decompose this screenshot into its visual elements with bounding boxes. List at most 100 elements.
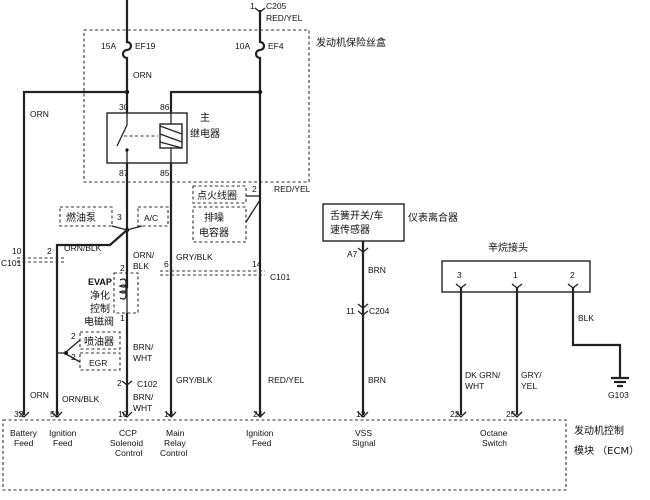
fuse-box-title: 发动机保险丝盒 bbox=[316, 36, 386, 49]
svg-text:Switch: Switch bbox=[482, 438, 507, 448]
main-relay: 30 86 87 85 bbox=[106, 102, 188, 178]
svg-text:Feed: Feed bbox=[252, 438, 272, 448]
svg-text:1: 1 bbox=[120, 313, 125, 323]
wire-orn-left: ORN bbox=[30, 109, 49, 119]
wire-red-yel-top: RED/YEL bbox=[266, 13, 303, 23]
ecm-pin-25: 25 bbox=[506, 409, 516, 419]
wire-orn-blk-left: ORN/BLK bbox=[64, 243, 102, 253]
c101-left-label: C101 bbox=[1, 258, 22, 268]
svg-text:22: 22 bbox=[450, 409, 460, 419]
svg-text:6: 6 bbox=[164, 259, 169, 269]
svg-text:1: 1 bbox=[513, 270, 518, 280]
ecm-pin-24: 24 Ignition Feed bbox=[246, 409, 274, 448]
wire-brn-wht-2a: BRN/ bbox=[133, 392, 154, 402]
svg-text:Solenoid: Solenoid bbox=[110, 438, 143, 448]
svg-text:EF4: EF4 bbox=[268, 41, 284, 51]
svg-text:24: 24 bbox=[253, 409, 263, 419]
svg-text:2: 2 bbox=[71, 331, 76, 341]
ecm-pin-10: 10 CCP Solenoid Control bbox=[110, 409, 143, 458]
cluster-label: 仪表离合器 bbox=[408, 211, 458, 224]
svg-text:Octane: Octane bbox=[480, 428, 508, 438]
svg-text:控制: 控制 bbox=[90, 302, 110, 315]
svg-text:2: 2 bbox=[570, 270, 575, 280]
svg-text:12: 12 bbox=[356, 409, 366, 419]
svg-text:Relay: Relay bbox=[164, 438, 186, 448]
svg-text:喷油器: 喷油器 bbox=[84, 335, 114, 348]
svg-text:86: 86 bbox=[160, 102, 170, 112]
svg-text:A/C: A/C bbox=[144, 213, 158, 223]
wire-gry-blk-bottom: GRY/BLK bbox=[176, 375, 213, 385]
wire-red-yel-right: RED/YEL bbox=[274, 184, 311, 194]
svg-text:2: 2 bbox=[120, 263, 125, 273]
svg-text:14: 14 bbox=[252, 259, 262, 269]
fuse-ef4: 10A EF4 bbox=[235, 34, 284, 62]
ecm-pin-22: 22 bbox=[450, 409, 460, 419]
svg-text:A7: A7 bbox=[347, 249, 358, 259]
wire-dk-grn-wht-2: WHT bbox=[465, 381, 484, 391]
fuel-pump-box bbox=[59, 206, 113, 227]
ecm-pin-52: 52 Ignition Feed bbox=[49, 409, 77, 448]
wire-orn-blk-bottom: ORN/BLK bbox=[62, 394, 100, 404]
svg-text:3: 3 bbox=[117, 212, 122, 222]
svg-text:EF19: EF19 bbox=[135, 41, 156, 51]
svg-text:排噪: 排噪 bbox=[204, 211, 224, 224]
evap-solenoid bbox=[113, 272, 139, 314]
svg-text:舌簧开关/车: 舌簧开关/车 bbox=[330, 209, 383, 222]
c204-label: C204 bbox=[369, 306, 390, 316]
relay-label-1: 主 bbox=[200, 112, 210, 124]
ecm-pin-14: 14 Main Relay Control bbox=[160, 409, 188, 458]
svg-text:电磁阀: 电磁阀 bbox=[84, 315, 114, 328]
svg-text:燃油泵: 燃油泵 bbox=[66, 211, 96, 224]
svg-text:Control: Control bbox=[115, 448, 143, 458]
svg-text:30: 30 bbox=[119, 102, 129, 112]
svg-text:Main: Main bbox=[166, 428, 185, 438]
ecm-outline bbox=[2, 419, 567, 491]
wire-gry-blk-upper: GRY/BLK bbox=[176, 252, 213, 262]
g103-label: G103 bbox=[608, 390, 629, 400]
svg-text:10A: 10A bbox=[235, 41, 250, 51]
evap-title: EVAP bbox=[88, 277, 112, 287]
wire-dk-grn-wht-1: DK GRN/ bbox=[465, 370, 501, 380]
wire-orn-blk-mid-1: ORN/ bbox=[133, 250, 155, 260]
svg-text:1: 1 bbox=[250, 1, 255, 11]
svg-text:32: 32 bbox=[14, 409, 24, 419]
svg-text:Signal: Signal bbox=[352, 438, 376, 448]
fuse-ef19: 15A EF19 bbox=[101, 34, 156, 62]
ecm-title-1: 发动机控制 bbox=[574, 424, 624, 437]
svg-text:2: 2 bbox=[117, 378, 122, 388]
svg-text:14: 14 bbox=[164, 409, 174, 419]
svg-text:净化: 净化 bbox=[90, 289, 110, 302]
c102-label: C102 bbox=[137, 379, 158, 389]
svg-text:Ignition: Ignition bbox=[246, 428, 274, 438]
svg-text:Control: Control bbox=[160, 448, 188, 458]
c101-right-label: C101 bbox=[270, 272, 291, 282]
ignition-coil-box bbox=[192, 185, 247, 204]
octane-label: 辛烷接头 bbox=[488, 241, 528, 254]
svg-text:Feed: Feed bbox=[14, 438, 34, 448]
wire-orn-fuse: ORN bbox=[133, 70, 152, 80]
wire-brn-wht-1a: BRN/ bbox=[133, 342, 154, 352]
ecm-octane-switch: Octane Switch bbox=[480, 428, 508, 448]
svg-text:VSS: VSS bbox=[355, 428, 372, 438]
svg-text:CCP: CCP bbox=[119, 428, 137, 438]
svg-text:52: 52 bbox=[50, 409, 60, 419]
ecm-title-2: 模块 （ECM） bbox=[574, 445, 639, 457]
svg-text:15A: 15A bbox=[101, 41, 116, 51]
svg-text:85: 85 bbox=[160, 168, 170, 178]
wire-gry-yel-1: GRY/ bbox=[521, 370, 542, 380]
wire-gry-yel-2: YEL bbox=[521, 381, 537, 391]
ecm-pin-12: 12 VSS Signal bbox=[352, 409, 376, 448]
wire-orn-blk-mid-2: BLK bbox=[133, 261, 149, 271]
svg-text:EGR: EGR bbox=[89, 358, 107, 368]
svg-text:25: 25 bbox=[506, 409, 516, 419]
wire-brn-lower: BRN bbox=[368, 375, 386, 385]
svg-text:Ignition: Ignition bbox=[49, 428, 77, 438]
svg-text:点火线圈: 点火线圈 bbox=[197, 189, 237, 202]
wire-red-yel-bottom: RED/YEL bbox=[268, 375, 305, 385]
c205-label: C205 bbox=[266, 1, 287, 11]
ac-box bbox=[137, 206, 169, 227]
svg-text:Battery: Battery bbox=[10, 428, 38, 438]
wire-orn-bottom: ORN bbox=[30, 390, 49, 400]
svg-text:Feed: Feed bbox=[53, 438, 73, 448]
